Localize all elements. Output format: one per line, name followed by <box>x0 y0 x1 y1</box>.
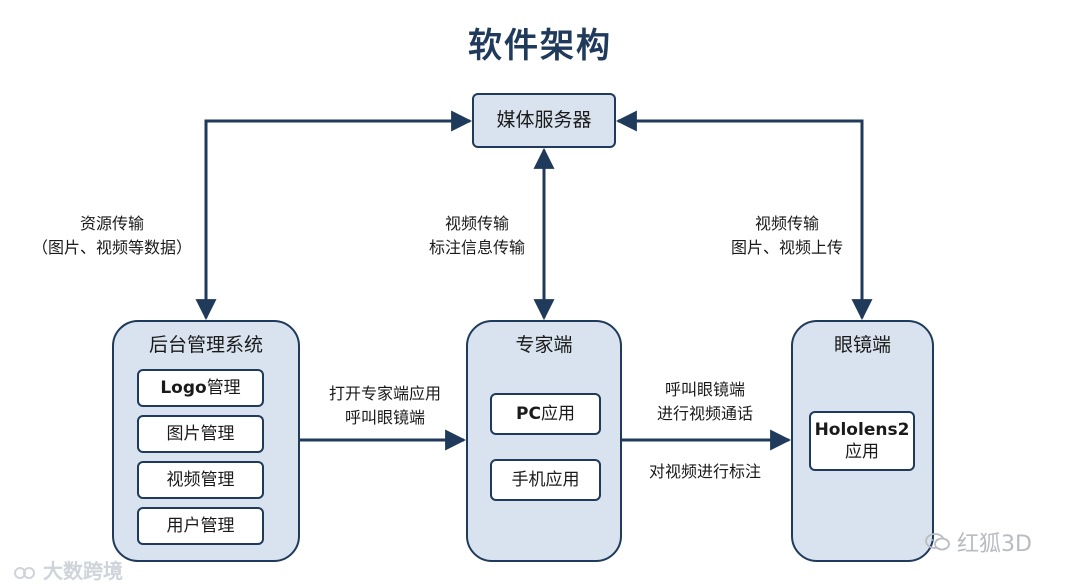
edge-backend-media <box>195 110 473 321</box>
edge-label-backend-media-line1: 资源传输 <box>79 214 144 233</box>
watermark-right-text: 红狐3D <box>957 532 1032 557</box>
pc-app-rest: 应用 <box>540 404 575 424</box>
hololens-app-line2: 应用 <box>845 442 879 462</box>
edge-label-glasses-media: 视频传输 图片、视频上传 <box>712 212 862 260</box>
logo-management-bold: Logo <box>160 378 207 398</box>
backend-group-label: 后台管理系统 <box>148 334 263 356</box>
edge-label-backend-media: 资源传输 （图片、视频等数据） <box>14 212 210 260</box>
logo-management-rest: 管理 <box>206 378 241 398</box>
edge-label-glasses-media-line1: 视频传输 <box>754 214 819 233</box>
edge-label-backend-expert-line1: 打开专家端应用 <box>328 384 441 403</box>
mobile-app-node: 手机应用 <box>490 459 601 501</box>
watermark-right: 红狐3D <box>925 526 1032 558</box>
edge-label-expert-glasses-bottom: 对视频进行标注 <box>630 460 780 484</box>
edge-label-expert-media: 视频传输 标注信息传输 <box>410 212 544 260</box>
image-management-node: 图片管理 <box>137 415 264 453</box>
edge-label-backend-expert: 打开专家端应用 呼叫眼镜端 <box>310 382 460 430</box>
glasses-group-label: 眼镜端 <box>833 334 891 356</box>
edge-label-expert-glasses-line1: 呼叫眼镜端 <box>664 380 745 399</box>
logo-management-node: Logo管理 <box>137 369 264 407</box>
video-management-node: 视频管理 <box>137 461 264 499</box>
expert-group: 专家端 <box>466 320 622 562</box>
edge-label-expert-glasses-line3: 对视频进行标注 <box>648 462 761 481</box>
edge-label-expert-media-line1: 视频传输 <box>444 214 509 233</box>
wechat-icon <box>925 533 950 551</box>
media-server-node: 媒体服务器 <box>472 93 616 148</box>
pc-app-node: PC应用 <box>490 393 601 435</box>
edge-glasses-media <box>615 110 873 321</box>
watermark-left: 大数跨境 <box>14 555 123 584</box>
pc-app-bold: PC <box>516 404 541 424</box>
diagram-title: 软件架构 <box>468 26 612 66</box>
edge-label-expert-media-line2: 标注信息传输 <box>428 238 525 257</box>
edge-label-expert-glasses-line2: 进行视频通话 <box>656 404 753 423</box>
edge-label-backend-expert-line2: 呼叫眼镜端 <box>344 408 425 427</box>
watermark-left-text: 大数跨境 <box>42 559 123 583</box>
edge-label-expert-glasses-top: 呼叫眼镜端 进行视频通话 <box>630 378 780 426</box>
watermark-left-logo-icon <box>14 566 35 579</box>
hololens-app-node: Hololens2 应用 <box>809 411 915 471</box>
expert-group-label: 专家端 <box>515 334 573 356</box>
edge-label-backend-media-line2: （图片、视频等数据） <box>31 238 192 257</box>
user-management-node: 用户管理 <box>137 507 264 545</box>
hololens-app-line1: Hololens2 <box>814 420 910 440</box>
edge-label-glasses-media-line2: 图片、视频上传 <box>730 238 843 257</box>
